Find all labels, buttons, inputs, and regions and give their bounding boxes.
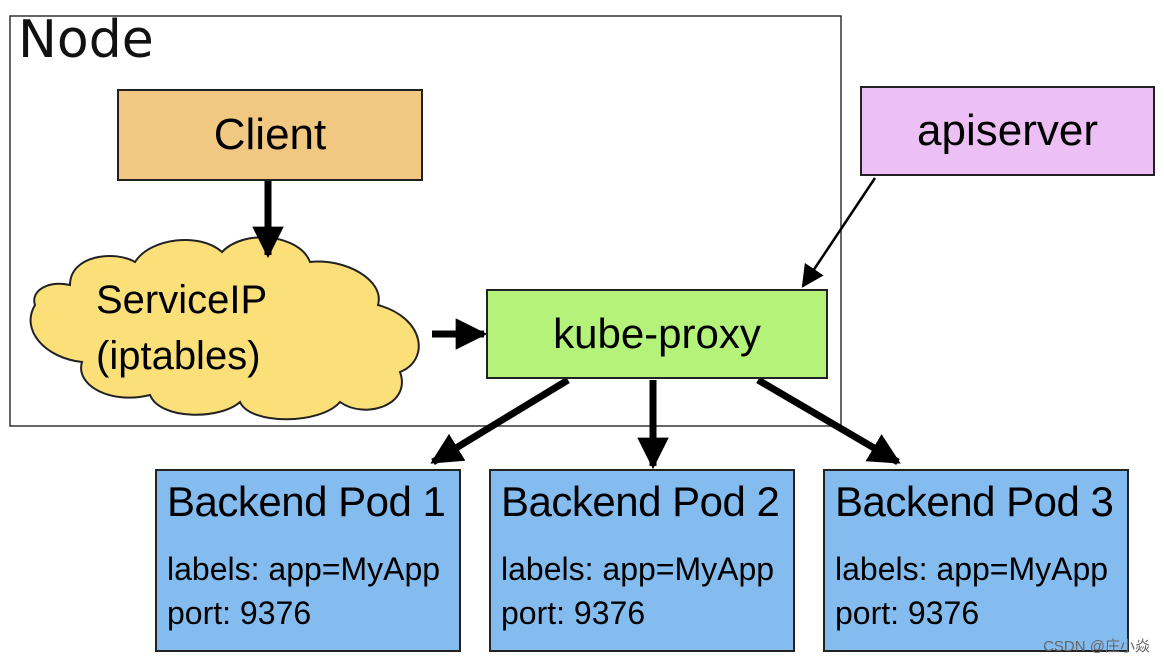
- pod-title: Backend Pod 3: [835, 478, 1114, 525]
- pod-labels: labels: app=MyApp: [835, 551, 1109, 587]
- pod-title: Backend Pod 2: [501, 478, 780, 525]
- pod-labels: labels: app=MyApp: [501, 551, 775, 587]
- pod-labels: labels: app=MyApp: [167, 551, 441, 587]
- apiserver-label: apiserver: [917, 106, 1098, 155]
- arrow-kube-proxy-to-pod-3: [756, 376, 901, 466]
- service-ip-label: ServiceIP (iptables): [96, 272, 267, 384]
- backend-pod-3: Backend Pod 3 labels: app=MyApp port: 93…: [823, 469, 1129, 652]
- pod-port: port: 9376: [167, 595, 312, 631]
- arrow-apiserver-to-kube-proxy: [801, 177, 877, 288]
- arrow-kube-proxy-to-pod-1: [430, 377, 570, 465]
- service-cloud: [29, 236, 420, 421]
- client-label: Client: [213, 110, 327, 159]
- node-label: Node: [18, 10, 154, 70]
- node-boundary: [9, 15, 842, 427]
- pod-port: port: 9376: [835, 595, 980, 631]
- service-ip-line-1: ServiceIP: [96, 278, 268, 322]
- watermark: CSDN @庄小焱: [1043, 638, 1150, 655]
- backend-pod-1: Backend Pod 1 labels: app=MyApp port: 93…: [155, 469, 461, 652]
- service-ip-line-2: (iptables): [96, 334, 261, 378]
- pod-title: Backend Pod 1: [167, 478, 446, 525]
- kube-proxy-label: kube-proxy: [553, 310, 761, 357]
- pod-port: port: 9376: [501, 595, 646, 631]
- backend-pod-2: Backend Pod 2 labels: app=MyApp port: 93…: [489, 469, 795, 652]
- kube-proxy-box: kube-proxy: [486, 289, 828, 379]
- client-box: Client: [117, 89, 423, 181]
- apiserver-box: apiserver: [860, 86, 1155, 176]
